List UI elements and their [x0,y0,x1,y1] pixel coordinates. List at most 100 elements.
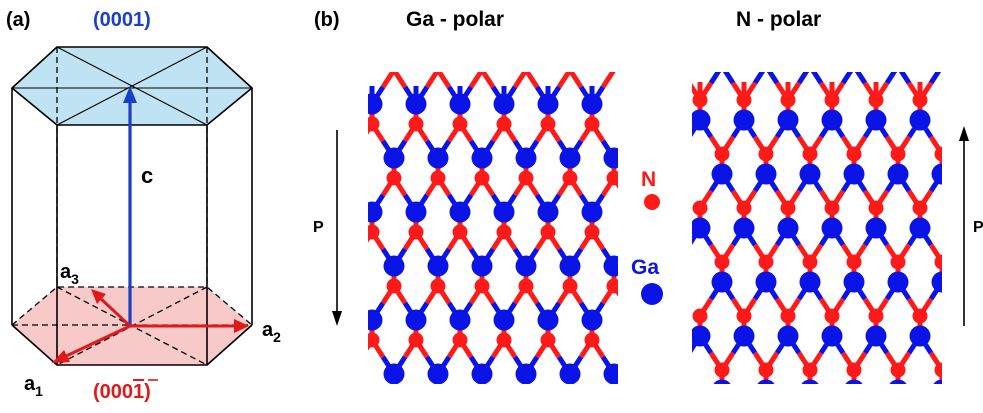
n-atom [714,254,730,270]
polarization-label-right: P [973,219,983,236]
bond [942,390,953,407]
bond [383,394,394,411]
ga-atom [603,255,618,277]
bond [526,394,537,411]
bond [898,72,912,85]
ga-atom [383,147,405,169]
ga-atom [713,379,731,384]
n-atom [846,362,862,378]
n-atom [475,387,490,402]
panel-b-label: (b) [314,9,340,31]
n-atom [519,387,534,402]
ga-atom [449,309,471,331]
ga-atom [777,325,799,347]
bond [438,394,449,411]
a3-axis [97,295,132,328]
ga-atom [405,309,427,331]
ga-atom [581,93,603,115]
n-atom [562,278,578,294]
c-axis-label: c [141,163,153,188]
bond [559,394,570,411]
bond [744,407,755,413]
n-atom [540,116,556,132]
ga-atom [368,309,383,331]
bond [722,390,733,407]
a1-arrowhead [52,350,70,363]
bond [810,72,824,85]
bond [810,390,821,407]
ga-atom [909,109,931,131]
bond [840,72,854,85]
panel-b: (b) Ga - polar N - polar P P N Ga [313,8,983,413]
bond [909,407,920,413]
bond [524,72,540,89]
n-atom [934,362,942,378]
ga-atom [515,147,537,169]
ga-atom [603,363,618,384]
ga-atom [559,255,581,277]
bond [350,141,361,158]
ga-atom [843,163,865,185]
bond [876,407,887,413]
legend-ga-label: Ga [631,256,659,279]
bond [600,72,616,89]
legend-n-label: N [641,168,656,191]
bond [884,72,898,85]
bond [700,407,711,413]
n-atom [802,254,818,270]
bond [898,390,909,407]
ga-atom [821,217,843,239]
polarization-arrowhead-up [959,126,969,141]
n-atom [563,387,578,402]
n-atom [912,308,928,324]
n-atom [408,332,424,348]
ga-atom [711,163,733,185]
bond [614,394,625,411]
polarization-label-left: P [313,219,324,236]
ga-atom [909,217,931,239]
bond [939,282,942,287]
ga-atom [537,201,559,223]
ga-atom [515,255,537,277]
bond [424,72,440,89]
a2-label: a2 [262,319,281,345]
a3-label: a3 [60,261,79,287]
ga-atom [449,93,471,115]
top-face-divisions [12,46,252,126]
bond [603,394,614,411]
ga-polar-title: Ga - polar [406,8,504,31]
bond [614,394,625,411]
ga-atom [692,109,711,131]
ga-atom [692,217,711,239]
n-atom [452,116,468,132]
n-atom [780,92,796,108]
bond [854,390,865,407]
n-atom [474,278,490,294]
bond [480,72,496,89]
n-atom [868,308,884,324]
ga-atom [845,379,863,384]
n-atom [890,146,906,162]
c-axis-arrowhead [123,86,137,103]
bond [512,72,528,89]
ga-atom [493,201,515,223]
ga-atom [581,309,603,331]
n-atom [758,254,774,270]
bond [436,72,452,89]
ga-atom [799,163,821,185]
n-atom [802,362,818,378]
n-atom [890,362,906,378]
ga-atom [581,201,603,223]
ga-atom [493,93,515,115]
bond [821,407,832,413]
bond [625,303,636,320]
n-atom [386,278,402,294]
panel-a: (a) (0001) [6,9,281,403]
ga-atom [887,271,909,293]
n-atom [934,254,942,270]
ga-atom [865,325,887,347]
n-atom [584,224,600,240]
a1-label: a1 [24,373,43,399]
n-atom [474,170,490,186]
